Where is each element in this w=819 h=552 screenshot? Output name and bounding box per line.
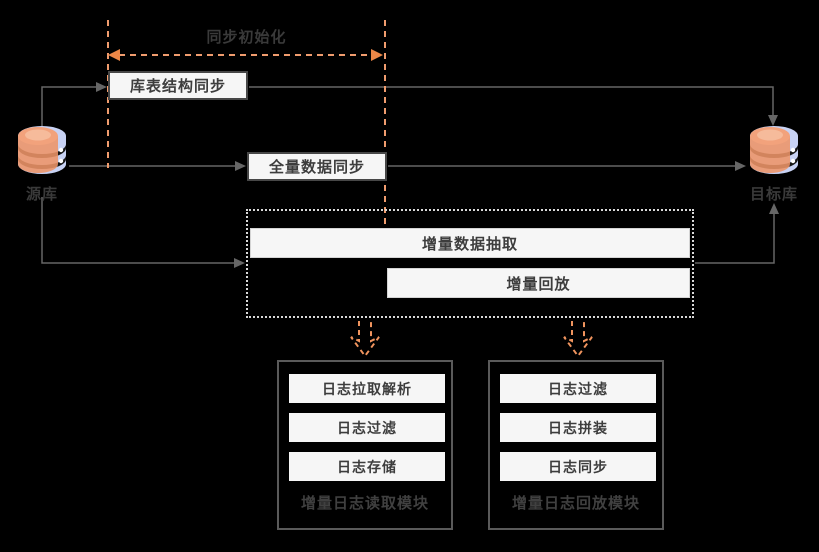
reader-module-title: 增量日志读取模块 xyxy=(300,495,429,512)
hollow-arrow-to-replayer-icon xyxy=(563,321,593,358)
replayer-module-item: 日志过滤 xyxy=(500,374,656,403)
source-db-label: 源库 xyxy=(25,186,58,203)
incremental-sync-container xyxy=(246,209,694,318)
replayer-module-item: 日志同步 xyxy=(500,452,656,481)
span-arrowhead-right xyxy=(371,49,383,61)
arrowhead-right-incremental xyxy=(234,258,245,268)
connector-source-to-incremental xyxy=(41,197,234,264)
span-arrowhead-left xyxy=(108,49,120,61)
connector-source-to-schema xyxy=(41,86,96,126)
arrowhead-right-target xyxy=(735,161,746,171)
reader-module-item: 日志过滤 xyxy=(289,413,445,442)
schema-sync-box: 库表结构同步 xyxy=(108,71,248,100)
log-replayer-module: 日志过滤 日志拼装 日志同步 增量日志回放模块 xyxy=(488,360,664,530)
full-sync-box: 全量数据同步 xyxy=(247,152,387,181)
reader-module-item: 日志存储 xyxy=(289,452,445,481)
hollow-arrow-to-reader-icon xyxy=(350,321,380,358)
log-reader-module: 日志拉取解析 日志过滤 日志存储 增量日志读取模块 xyxy=(277,360,453,530)
target-database-icon xyxy=(750,126,798,174)
arrowhead-right-fullsync xyxy=(235,161,246,171)
replayer-module-title: 增量日志回放模块 xyxy=(511,495,640,512)
orange-dashed-guides xyxy=(107,20,386,228)
orange-span-arrowheads xyxy=(108,49,383,61)
incremental-extract-box: 增量数据抽取 xyxy=(250,228,690,258)
arrowhead-right-schema xyxy=(96,82,107,92)
connector-schema-to-target xyxy=(249,86,774,116)
source-database-icon xyxy=(18,126,66,174)
incremental-replay-box: 增量回放 xyxy=(387,268,690,298)
replayer-module-item: 日志拼装 xyxy=(500,413,656,442)
reader-module-item: 日志拉取解析 xyxy=(289,374,445,403)
connector-incremental-to-target xyxy=(695,214,775,264)
arrowhead-up-target xyxy=(769,203,779,214)
phase-label: 同步初始化 xyxy=(206,29,287,46)
hollow-down-arrows xyxy=(350,321,593,358)
target-db-label: 目标库 xyxy=(749,186,798,203)
